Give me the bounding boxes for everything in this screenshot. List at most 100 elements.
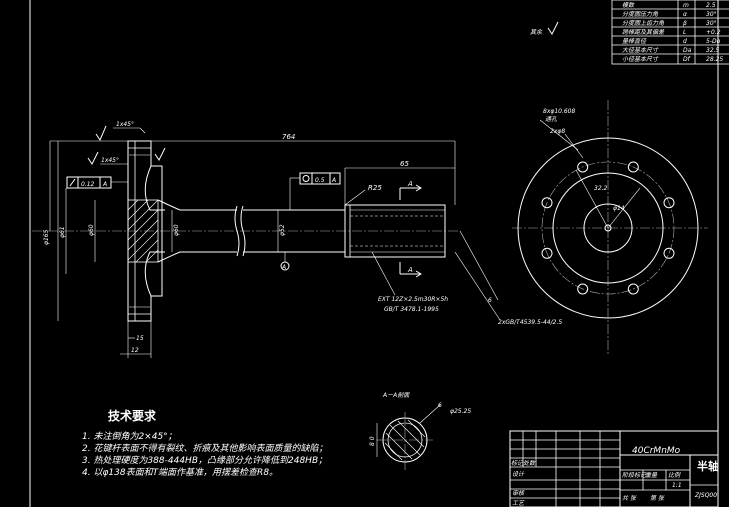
dim-flange-thk: 15 [136,335,144,342]
bolt-hole [663,247,675,259]
tol-runout-frame: 0.5 A [289,172,341,210]
roughness-note: 其余 [530,28,543,36]
param-row-1-symbol: α [683,11,687,18]
param-row-3-symbol: L [683,29,686,36]
break-line-left [234,205,240,257]
roughness-remaining: 其余 [530,21,559,36]
param-row-0-label: 模数 [622,1,635,9]
roughness-mark-1-icon [95,125,107,142]
datum-a: A [280,252,290,271]
tech-requirements: 技术要求 1. 未注倒角为2×45°； 2. 花键杆表面不得有裂纹、折痕及其他影… [82,408,327,478]
param-row-0-symbol: m [683,2,689,9]
tb-label-process: 工艺 [512,499,525,507]
param-row-0-value: 2.5 [706,2,716,9]
section-dim-a: 6 [438,402,442,409]
spline-note-2: GB/T 3478.1-1995 [384,306,439,313]
param-row-5-label: 大径基本尺寸 [622,46,659,54]
tech-req-line-3: 3. 热处理硬度为388-444HB，凸缘部分允许降低到248HB； [82,455,327,466]
dim-radius: R25 [368,184,382,192]
tb-label-stage: 阶段标记 [622,471,647,479]
pin-note: 2xφ8 [550,128,565,135]
param-row-2-symbol: β [683,20,687,27]
param-row-1-value: 30° [706,11,717,18]
tb-material: 40CrMnMo [632,446,681,456]
param-row-2-value: 30° [706,20,717,27]
param-table: 模数 m 2.5 分度圆压力角 α 30° 分度圆上齿力角 β 30° 跨棒距及… [611,0,729,65]
param-row-4-symbol: d [683,38,687,45]
hub-circle [552,172,664,284]
runout-symbol-icon [302,175,310,182]
hatch-section [127,199,159,263]
side-view: 32.2 φ14 8xφ10.608 通孔 2xφ8 [512,100,708,356]
param-row-5-symbol: Da [683,47,692,54]
bolt-pcd-circle [541,161,675,295]
tol-perp-value: 0.12 [81,181,95,188]
spline-end [344,204,446,258]
tol-perp-datum: A [102,181,107,188]
tb-label-weight: 重量 [645,472,658,479]
flange-outline [127,140,163,322]
param-row-6-value: 28.25 [706,56,723,63]
bolt-holes [541,161,675,295]
tb-part-name: 半轴 [697,459,719,473]
tb-label-sheets: 共 张 [622,495,637,502]
tech-req-line-2: 2. 花键杆表面不得有裂纹、折痕及其他影响表面质量的缺陷； [82,443,327,454]
title-block: 标记处数 设计 审核 工艺 40CrMnMo 半轴 阶段标记 重量 比例 1:1… [509,430,719,507]
tb-drawing-no: ZJSQ00 [694,492,717,499]
spline-note-1: EXT 12Z×2.5m30R×5h [378,296,448,303]
section-dim-r: φ25.25 [450,408,471,415]
dim-hub-right: φ60 [173,224,180,236]
bolt-hole [577,283,589,295]
dim-flange-inner: φ61 [59,226,66,238]
tech-req-title: 技术要求 [108,408,157,423]
section-mark-top: A [407,180,413,188]
tech-req-line-4: 4. 以φ138表面和T端面作基准，用摆差检查R8。 [82,467,278,478]
bolt-hole [663,197,675,209]
bolt-hole [627,161,639,173]
center-circle [583,203,633,253]
bolt-hole [541,197,553,209]
angle-note: 6 [488,297,492,304]
dim-hub: φ60 [88,224,95,236]
param-row-4-label: 量棒直径 [622,37,647,45]
dim-spline-len: 65 [400,160,409,168]
section-dim-h: 8 0 [369,436,376,446]
break-line-right [240,205,246,257]
roughness-mark-2-icon [87,151,99,165]
param-row-1-label: 分度圆压力角 [622,10,659,18]
perp-symbol-icon [69,178,76,187]
dim-pcd: 32.2 [594,185,608,192]
hole-note-1: 8xφ10.608 [543,108,576,115]
tol-runout-main: 0.5 [315,177,325,184]
param-row-6-label: 小径基本尺寸 [622,55,659,63]
tb-label-review: 审核 [512,489,525,497]
section-mark-bottom: A [407,266,413,274]
tb-label-ratio: 比例 [668,471,681,479]
dim-width: 12 [131,347,139,354]
param-row-6-symbol: Df [683,56,691,63]
hole-note-2: 通孔 [545,116,558,123]
param-row-2-label: 分度圆上齿力角 [622,19,665,27]
roughness-symbol-icon [547,21,559,35]
tb-label-sheet: 第 张 [650,494,665,502]
param-row-3-value: +0.2 [706,29,721,36]
tol-perp-frame: 0.12 A [66,176,128,189]
section-aa: A－A剖面 8 0 6 φ25.25 [369,391,471,470]
tb-scale: 1:1 [672,482,682,489]
dim-center: φ14 [613,205,625,212]
dim-flange-left: φ165 [43,229,50,245]
param-row-5-value: 32.5 [706,47,720,54]
tol-runout-datum: A [331,177,336,184]
section-title: A－A剖面 [382,391,410,399]
dim-overall: 764 [282,133,295,141]
chamfer-top: 1x45° [116,121,134,128]
tb-label-mark: 标记处数 [511,459,536,467]
param-row-3-label: 跨棒距及其偏差 [622,28,665,36]
bolt-hole [577,161,589,173]
tech-req-line-1: 1. 未注倒角为2×45°； [82,431,177,442]
main-view: A A 764 65 R25 1x45° 1x45° [32,121,562,358]
dim-shaft: φ52 [279,224,286,236]
bolt-hole [541,247,553,259]
bolt-hole [627,283,639,295]
thread-note: 2xGB/T4539.5-44/2.5 [498,319,562,326]
